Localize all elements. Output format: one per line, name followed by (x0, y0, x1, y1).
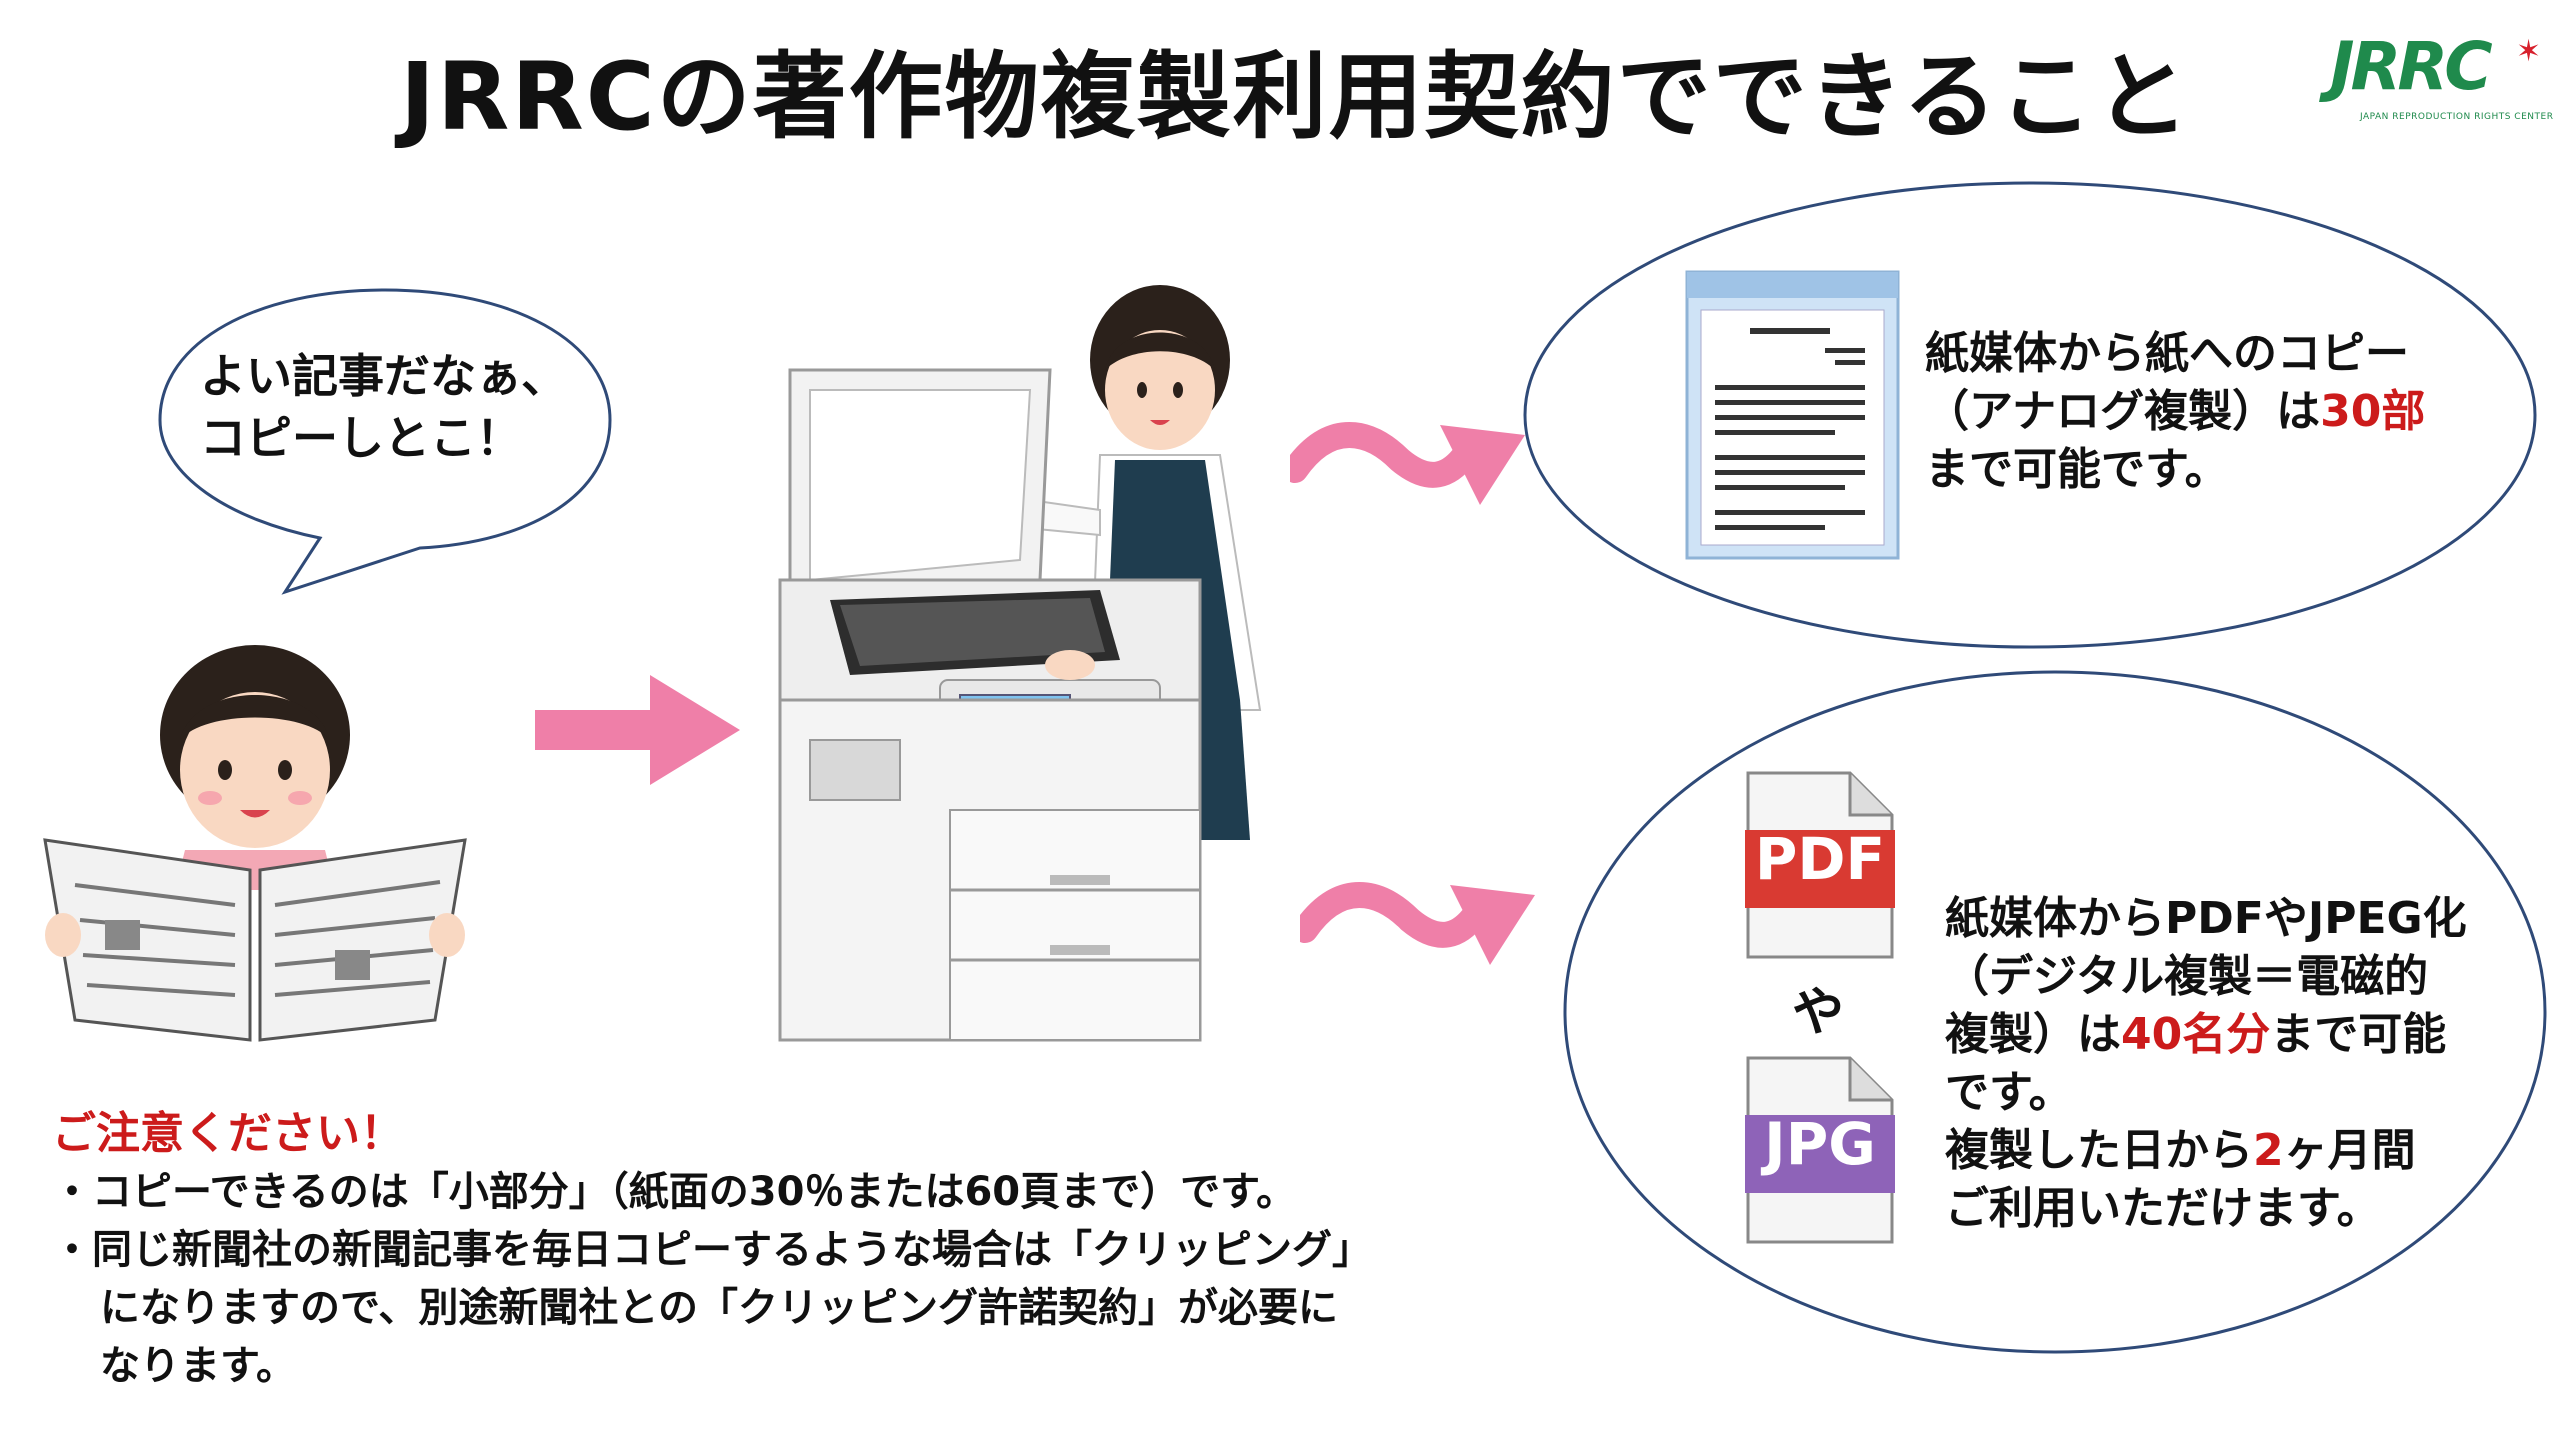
digital-period-highlight: 2 (2253, 1125, 2284, 1176)
file-connector: や (1792, 983, 1845, 1043)
star-icon: ✶ (2516, 34, 2542, 69)
jrrc-logo: JRRC ✶ JAPAN REPRODUCTION RIGHTS CENTER (2320, 28, 2553, 138)
analog-limit-highlight: 30部 (2320, 386, 2426, 437)
digital-line3-suffix: まで可能 (2270, 1009, 2447, 1060)
digital-line5-prefix: 複製した日から (1945, 1125, 2253, 1176)
digital-line2: （デジタル複製＝電磁的 (1945, 951, 2429, 1002)
analog-line1: 紙媒体から紙へのコピー (1925, 328, 2409, 379)
wavy-arrow-bottom-icon (1300, 882, 1535, 965)
document-icon (1685, 270, 1900, 560)
caution-line-1: ・コピーできるのは「小部分」（紙面の30％または60頁まで）です。 (52, 1169, 1297, 1215)
analog-line2-prefix: （アナログ複製）は (1925, 386, 2321, 437)
speech-text: よい記事だなぁ、 コピーしとこ！ (200, 349, 568, 465)
caution-line-3: になりますので、別途新聞社との「クリッピング許諾契約」が必要に (100, 1285, 1338, 1331)
digital-line4: です。 (1945, 1067, 2073, 1118)
jpg-label: JPG (1764, 1110, 1876, 1178)
arrow-right-icon (535, 675, 740, 785)
analog-line3: まで可能です。 (1925, 444, 2229, 495)
digital-line5: 複製した日から2ヶ月間 (1945, 1122, 2467, 1180)
digital-line6: ご利用いただけます。 (1945, 1183, 2381, 1234)
jpg-file-icon (1745, 1056, 1895, 1244)
digital-line1: 紙媒体からPDFやJPEG化 (1945, 893, 2467, 944)
digital-copy-text: 紙媒体からPDFやJPEG化 （デジタル複製＝電磁的 複製）は40名分まで可能 … (1945, 890, 2467, 1238)
caution-line-2: ・同じ新聞社の新聞記事を毎日コピーするような場合は「クリッピング」 (52, 1227, 1372, 1273)
logo-wordmark: JRRC (2330, 28, 2493, 105)
person-reading-newspaper-illustration (43, 645, 467, 1042)
caution-notes: ご注意ください！ ・コピーできるのは「小部分」（紙面の30％または60頁まで）で… (52, 1105, 1672, 1395)
digital-line5-suffix: ヶ月間 (2283, 1125, 2416, 1176)
wavy-arrow-top-icon (1290, 422, 1525, 505)
speech-bubble (158, 288, 612, 595)
digital-line3-prefix: 複製）は (1945, 1009, 2121, 1060)
logo-subtitle: JAPAN REPRODUCTION RIGHTS CENTER (2360, 112, 2554, 122)
page-title: JRRCの著作物複製利用契約でできること (400, 43, 2191, 152)
analog-line2: （アナログ複製）は30部 (1925, 383, 2425, 441)
digital-limit-highlight: 40名分 (2121, 1009, 2271, 1060)
caution-title: ご注意ください！ (52, 1108, 404, 1159)
copier-with-staff-illustration (778, 285, 1262, 1042)
digital-line3: 複製）は40名分まで可能 (1945, 1006, 2467, 1064)
pdf-label: PDF (1754, 825, 1886, 893)
analog-copy-text: 紙媒体から紙へのコピー （アナログ複製）は30部 まで可能です。 (1925, 325, 2425, 499)
pdf-file-icon (1745, 771, 1895, 959)
caution-line-4: なります。 (100, 1343, 296, 1389)
